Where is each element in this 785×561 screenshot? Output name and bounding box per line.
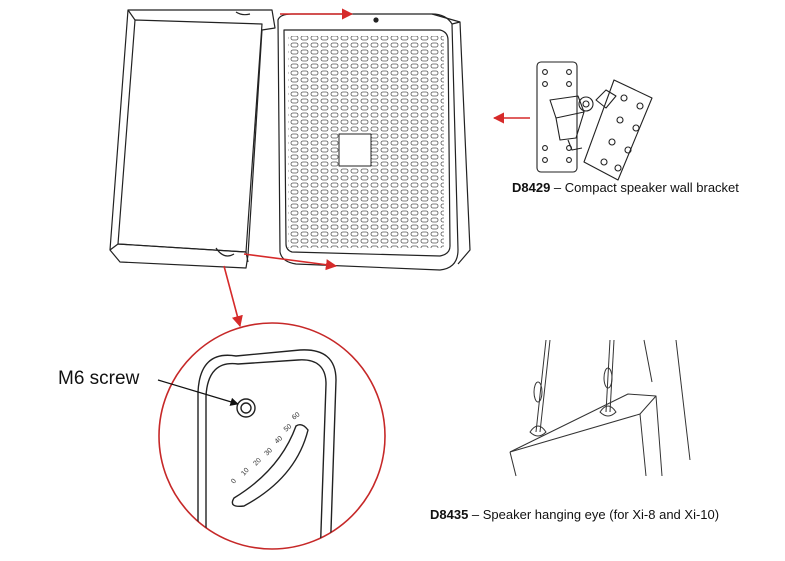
bracket-code: D8429 — [512, 180, 550, 195]
angle-tick-label: 10 — [240, 467, 250, 478]
detail-magnifier: 0 10 20 30 40 50 60 — [158, 322, 386, 550]
hanging-eye-caption: D8435 – Speaker hanging eye (for Xi-8 an… — [430, 507, 719, 522]
hanging-eye-code: D8435 — [430, 507, 468, 522]
angle-tick-label: 50 — [283, 423, 294, 433]
attach-arrow-bottom — [243, 253, 338, 271]
bracket-description: – Compact speaker wall bracket — [550, 180, 739, 195]
angle-tick-label: 30 — [264, 447, 275, 458]
hanging-eye-illustration — [509, 339, 691, 477]
speaker-cabinet — [277, 13, 471, 271]
angle-tick-label: 40 — [274, 435, 285, 445]
m6-screw-label: M6 screw — [58, 368, 140, 389]
wall-bracket-illustration — [536, 61, 653, 181]
angle-scale: 0 10 20 30 40 50 60 — [230, 411, 301, 485]
angle-tick-label: 20 — [252, 457, 263, 468]
hanging-eye-description: – Speaker hanging eye (for Xi-8 and Xi-1… — [468, 507, 719, 522]
zoom-arrow — [223, 265, 243, 328]
front-grille-panel — [109, 9, 276, 269]
angle-tick-label: 0 — [230, 478, 238, 486]
m6-screw-pointer — [157, 379, 239, 406]
angle-tick-label: 60 — [291, 411, 302, 421]
bracket-caption: D8429 – Compact speaker wall bracket — [512, 180, 739, 195]
